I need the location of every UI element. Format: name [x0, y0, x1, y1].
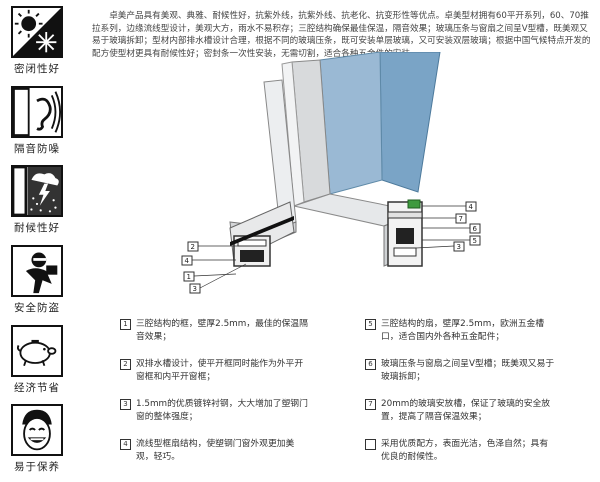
weather-storm-icon	[11, 165, 63, 217]
smiling-face-icon	[11, 404, 63, 456]
intro-paragraph: 卓美产品具有美观、典雅、耐候性好，抗紫外线，抗紫外线、抗老化、抗变形性等优点。卓…	[92, 11, 591, 59]
feature-label: 隔音防噪	[14, 143, 60, 155]
feature-economical: 经济节省	[8, 325, 66, 395]
feature-airtight: 密闭性好	[8, 6, 66, 76]
window-profile-diagram: 2 4 1 3 4 7 6 5 3	[170, 51, 500, 302]
callout-item: 1 三腔结构的框，壁厚2.5mm，最佳的保温隔音效果；	[120, 318, 310, 344]
feature-label: 经济节省	[14, 382, 60, 394]
feature-label: 安全防盗	[14, 302, 60, 314]
callout-item: 7 20mm的玻璃安放槽，保证了玻璃的安全放置，提高了隔音保温效果；	[365, 398, 555, 424]
feature-weather-resistant: 耐候性好	[8, 165, 66, 235]
callout-item: 5 三腔结构的扇，壁厚2.5mm，欧洲五金槽口，适合国内外各种五金配件；	[365, 318, 555, 344]
diagram-label: 1	[187, 273, 191, 281]
feature-label: 易于保养	[14, 461, 60, 473]
feature-label: 耐候性好	[14, 222, 60, 234]
diagram-label: 2	[191, 243, 195, 251]
ear-soundwave-icon	[11, 86, 63, 138]
callout-item: 6 玻璃压条与窗扇之间呈V型槽；既美观又易于玻璃拆卸；	[365, 358, 555, 384]
callout-item: 2 双排水槽设计，使平开框同时能作为外平开窗框和内平开窗框；	[120, 358, 310, 384]
callout-item: 4 流线型框扇结构，使塑钢门窗外观更加美观，轻巧。	[120, 438, 310, 464]
callout-item: 采用优质配方，表面光洁，色泽自然；具有优良的耐候性。	[365, 438, 555, 464]
sun-snowflake-icon	[11, 6, 63, 58]
piggy-bank-icon	[11, 325, 63, 377]
diagram-label: 5	[473, 237, 477, 245]
diagram-label: 4	[469, 203, 474, 211]
thief-icon	[11, 245, 63, 297]
diagram-label: 3	[457, 243, 461, 251]
diagram-label: 3	[193, 285, 197, 293]
diagram-label: 6	[473, 225, 478, 233]
feature-sidebar: 密闭性好 隔音防噪	[0, 0, 82, 482]
diagram-label: 4	[185, 257, 190, 265]
feature-easy-maintenance: 易于保养	[8, 404, 66, 474]
feature-security: 安全防盗	[8, 245, 66, 315]
callout-item: 3 1.5mm的优质镀锌衬钢，大大增加了塑钢门窗的整体强度；	[120, 398, 310, 424]
feature-soundproof: 隔音防噪	[8, 86, 66, 156]
diagram-label: 7	[459, 215, 463, 223]
feature-label: 密闭性好	[14, 63, 60, 75]
